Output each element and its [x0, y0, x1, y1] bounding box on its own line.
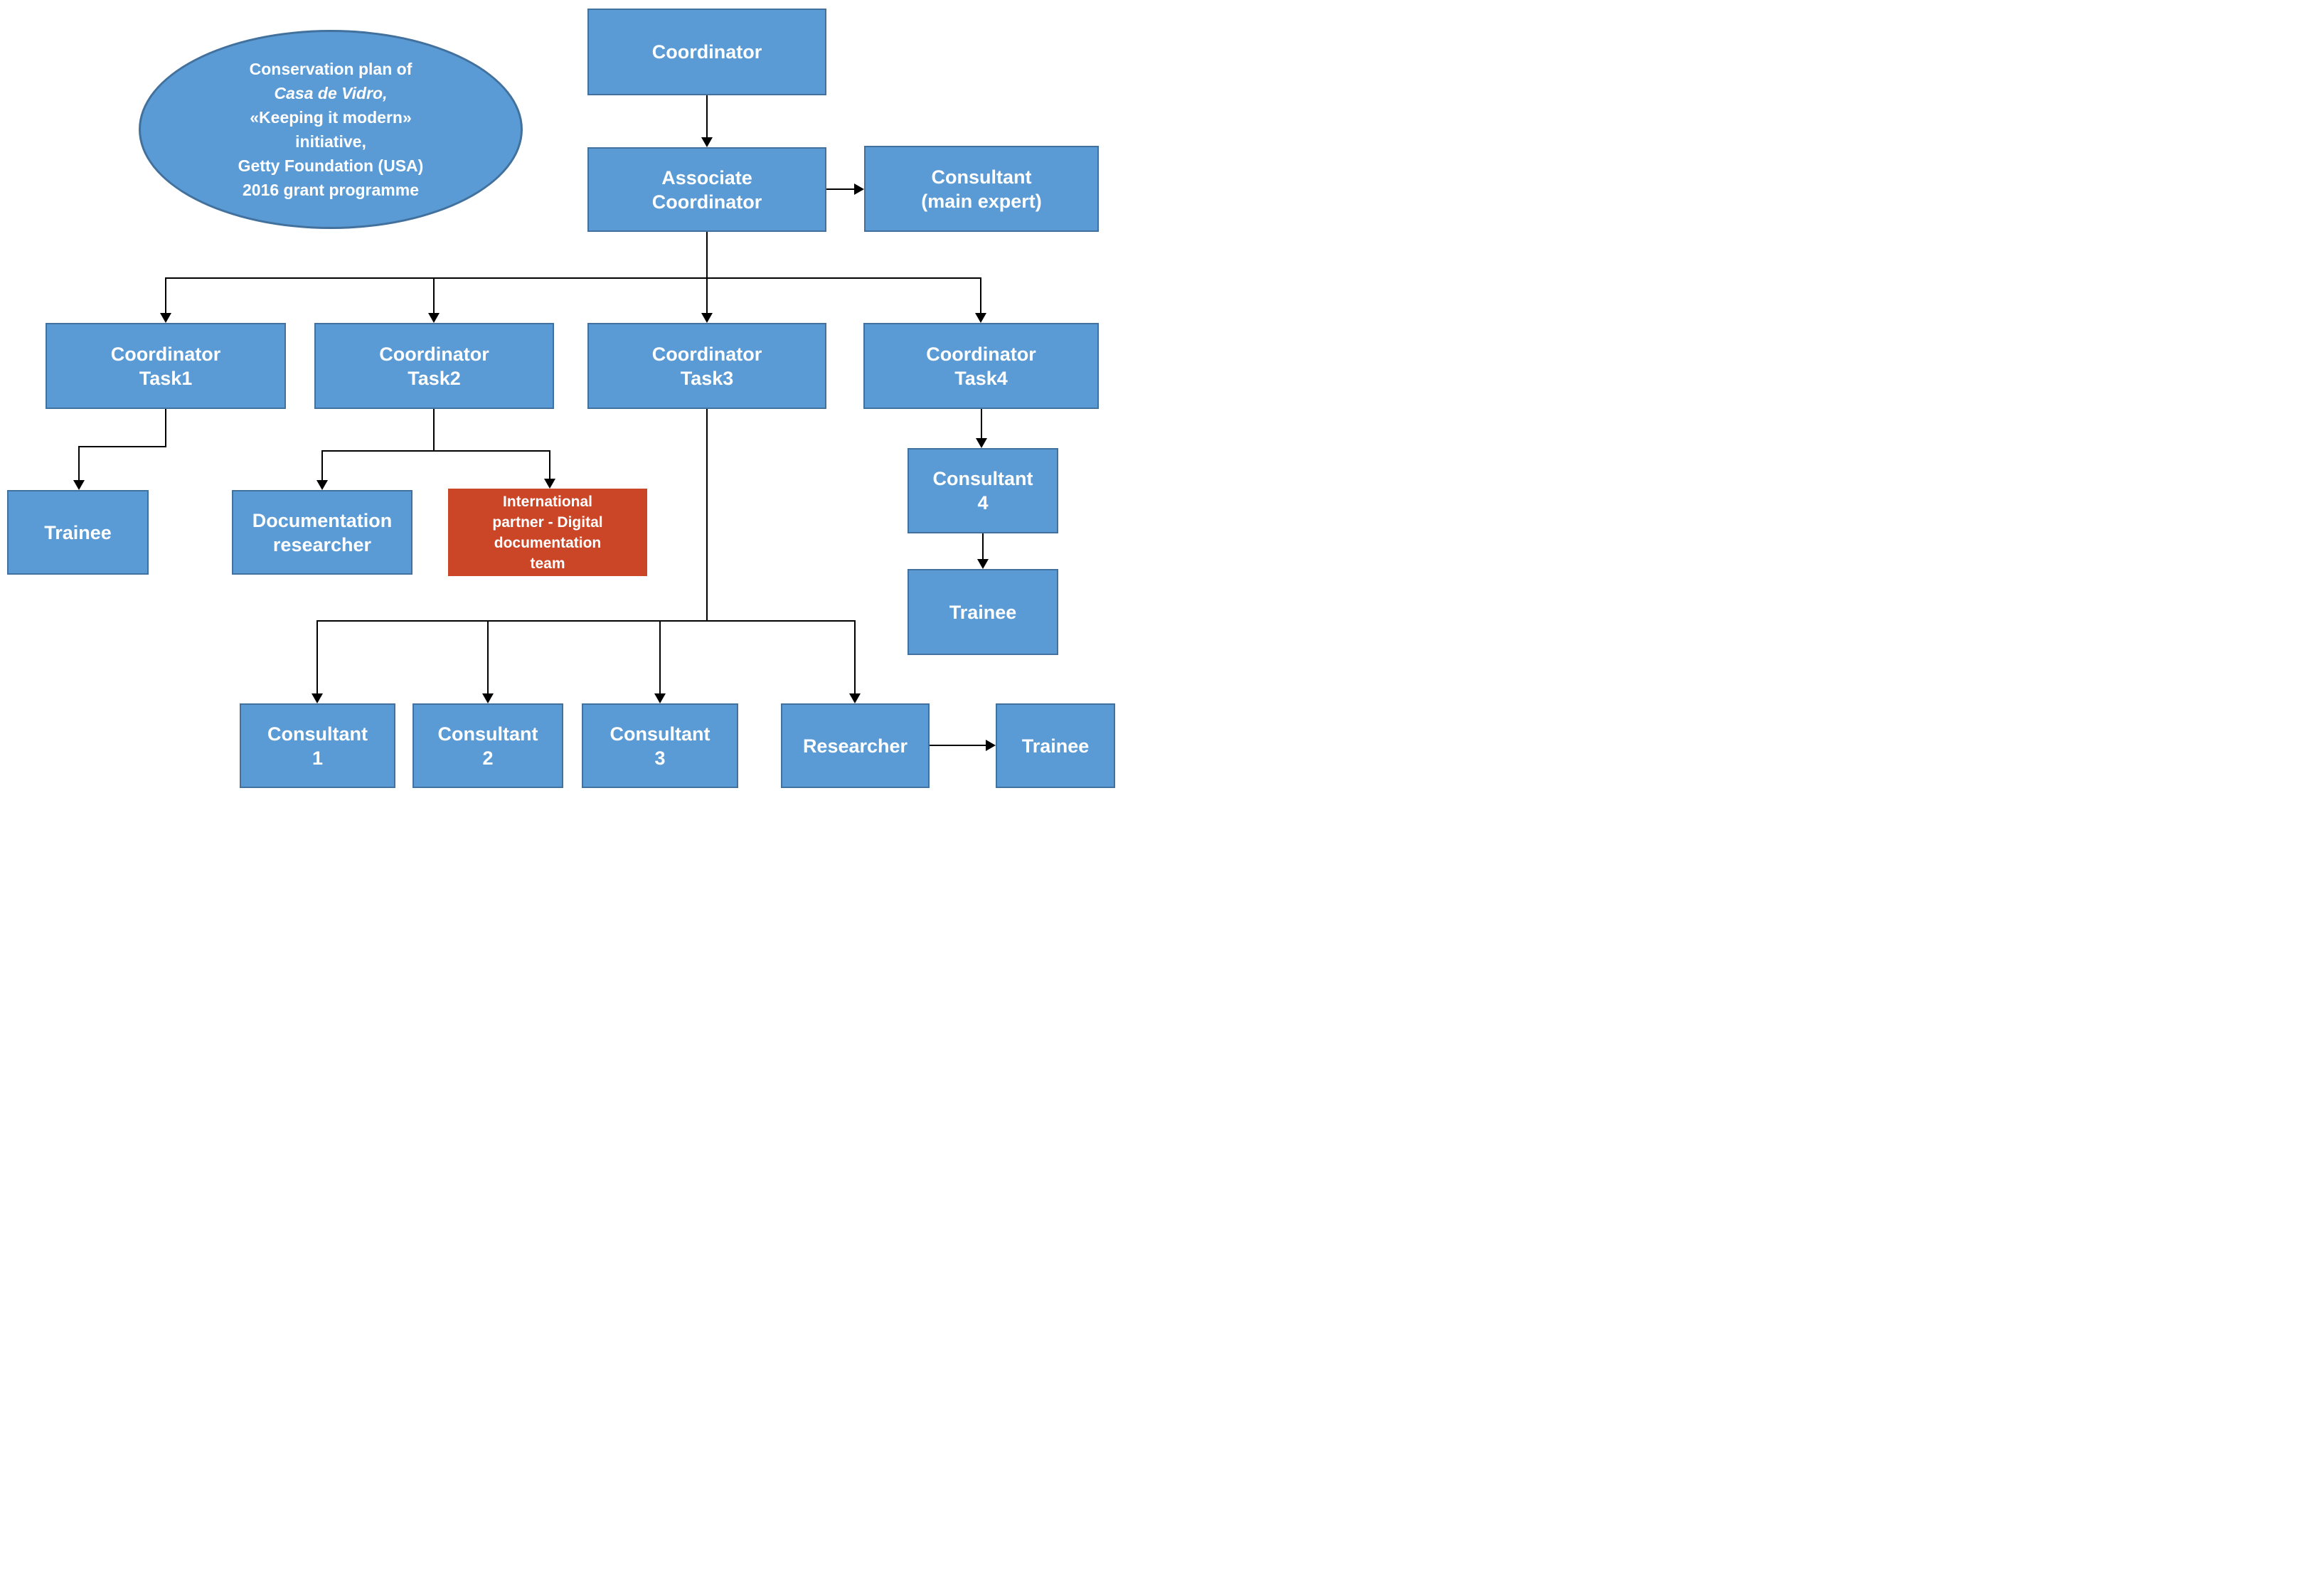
node-trainee-researcher: Trainee — [996, 703, 1115, 788]
node-consultant-3: Consultant 3 — [582, 703, 738, 788]
connector-researcher-to-trainee — [930, 745, 986, 746]
ellipse-line: «Keeping it modern» — [250, 108, 412, 127]
arrowhead-into-researcher — [849, 693, 861, 703]
connector-task4-to-consultant4 — [981, 409, 982, 438]
connector-drop-researcher — [854, 620, 856, 693]
node-consultant-main-expert: Consultant (main expert) — [864, 146, 1099, 232]
connector-task3-stem — [706, 409, 708, 622]
node-trainee-task4: Trainee — [907, 569, 1058, 655]
node-documentation-researcher: Documentation researcher — [232, 490, 412, 575]
connector-drop-task1 — [165, 277, 166, 313]
node-researcher: Researcher — [781, 703, 930, 788]
node-associate-coordinator: Associate Coordinator — [587, 147, 826, 232]
ellipse-line: 2016 grant programme — [243, 181, 419, 199]
node-trainee-task1: Trainee — [7, 490, 149, 575]
arrowhead-into-consultant2 — [482, 693, 494, 703]
node-consultant-4: Consultant 4 — [907, 448, 1058, 533]
arrowhead-into-task3 — [701, 313, 713, 323]
connector-task2-to-doc-researcher — [321, 450, 323, 480]
node-coordinator-task2: Coordinator Task2 — [314, 323, 554, 409]
connector-task3-distribution-line — [316, 620, 856, 622]
connector-task1-stem — [165, 409, 166, 447]
connector-associate-stem — [706, 232, 708, 278]
project-ellipse: Conservation plan of Casa de Vidro, «Kee… — [139, 30, 523, 229]
connector-drop-consultant2 — [487, 620, 489, 693]
arrowhead-into-task1 — [160, 313, 171, 323]
connector-coordinator-to-associate — [706, 95, 708, 137]
connector-drop-task2 — [433, 277, 435, 313]
arrowhead-into-trainee-researcher — [986, 740, 996, 751]
node-consultant-2: Consultant 2 — [412, 703, 563, 788]
arrowhead-into-doc-researcher — [316, 480, 328, 490]
arrowhead-into-trainee-task1 — [73, 480, 85, 490]
ellipse-line: Getty Foundation (USA) — [238, 156, 424, 175]
node-coordinator-task4: Coordinator Task4 — [863, 323, 1099, 409]
arrowhead-into-task2 — [428, 313, 440, 323]
node-international-partner: International partner - Digital document… — [448, 489, 647, 576]
org-chart: Conservation plan of Casa de Vidro, «Kee… — [0, 0, 1155, 798]
arrowhead-into-consultant1 — [312, 693, 323, 703]
arrowhead-into-trainee-task4 — [977, 559, 989, 569]
connector-task2-to-intl-partner — [549, 450, 550, 479]
ellipse-line: Conservation plan of — [249, 60, 412, 78]
connector-drop-task3 — [706, 277, 708, 313]
connector-task1-elbow — [78, 446, 166, 447]
ellipse-line: initiative, — [295, 132, 366, 151]
node-consultant-1: Consultant 1 — [240, 703, 395, 788]
arrowhead-into-task4 — [975, 313, 986, 323]
connector-task1-to-trainee — [78, 446, 80, 480]
arrowhead-into-intl-partner — [544, 479, 555, 489]
arrowhead-into-consultant-main — [854, 183, 864, 195]
connector-drop-consultant3 — [659, 620, 661, 693]
connector-consultant4-to-trainee — [982, 533, 984, 559]
arrowhead-into-consultant4 — [976, 438, 987, 448]
connector-task2-stem — [433, 409, 435, 452]
node-coordinator: Coordinator — [587, 9, 826, 95]
node-coordinator-task1: Coordinator Task1 — [46, 323, 286, 409]
connector-task2-branch-line — [321, 450, 550, 452]
node-coordinator-task3: Coordinator Task3 — [587, 323, 826, 409]
connector-associate-to-consultant-main — [826, 188, 854, 190]
connector-drop-consultant1 — [316, 620, 318, 693]
connector-drop-task4 — [980, 277, 981, 313]
ellipse-line-italic: Casa de Vidro, — [274, 84, 388, 102]
arrowhead-into-associate-coordinator — [701, 137, 713, 147]
arrowhead-into-consultant3 — [654, 693, 666, 703]
connector-tasks-distribution-line — [165, 277, 981, 279]
